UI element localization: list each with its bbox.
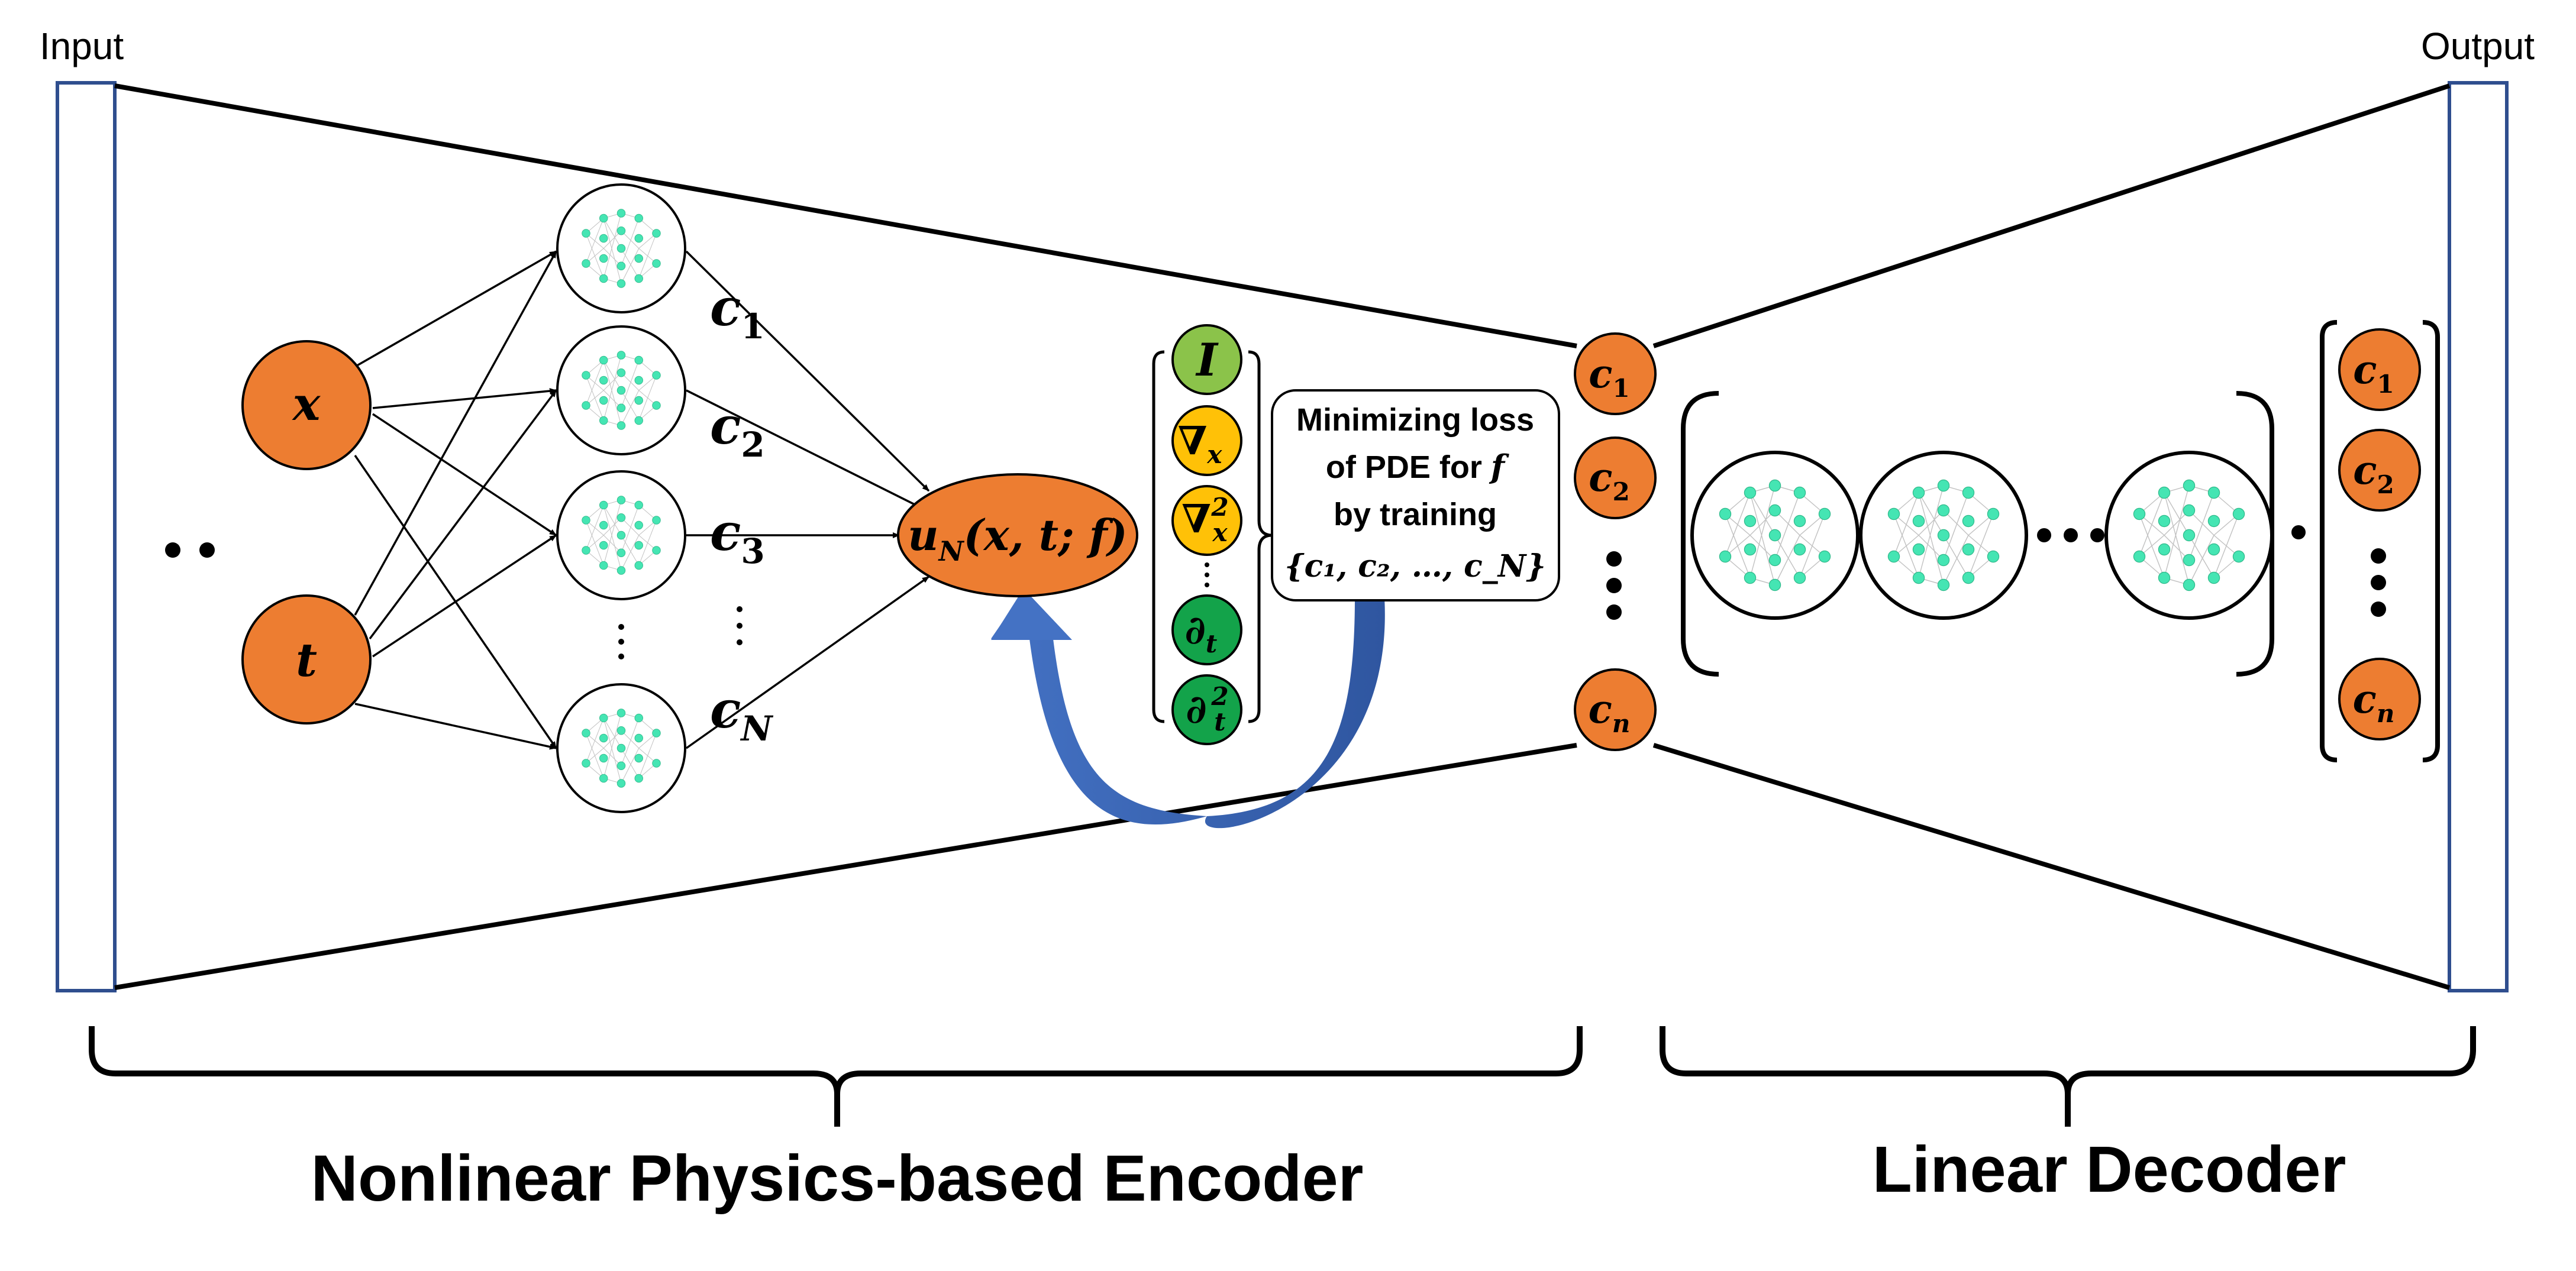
svg-text:t: t — [1214, 707, 1225, 736]
multiplication-dot — [2291, 525, 2306, 539]
basis-network-2 — [556, 325, 686, 455]
encoder-outline — [114, 83, 1577, 990]
output-node-1: c1 — [2338, 328, 2421, 411]
svg-text:∇: ∇ — [1182, 496, 1211, 542]
decoder-outline — [1652, 83, 2451, 990]
svg-text:c1: c1 — [1589, 351, 1629, 403]
operator-identity: I — [1171, 324, 1242, 395]
svg-text:2: 2 — [1210, 682, 1228, 711]
input-bar — [56, 81, 117, 992]
loss-line-3: by training — [1334, 497, 1497, 532]
latent-node-1: c1 — [1574, 332, 1657, 415]
basis-network-3 — [556, 470, 686, 600]
svg-text:I: I — [1195, 334, 1219, 386]
svg-text:c1: c1 — [2353, 347, 2394, 399]
latent-node-n: cn — [1574, 668, 1657, 751]
svg-text:∂t: ∂t — [1185, 607, 1218, 658]
output-vector-brackets — [2320, 320, 2440, 762]
input-node-x: x — [241, 340, 372, 470]
encoder-title: Nonlinear Physics-based Encoder — [311, 1142, 1364, 1215]
ellipsis-dots-left — [165, 542, 215, 558]
vertical-ellipsis-output — [2371, 548, 2386, 617]
solution-node: uN(x, t; f) — [897, 473, 1138, 597]
output-label: Output — [2421, 25, 2535, 67]
svg-text:c3: c3 — [710, 503, 765, 571]
loss-line-1: Minimizing loss — [1296, 402, 1534, 438]
svg-text:∂: ∂ — [1186, 686, 1206, 732]
svg-text:cn: cn — [2353, 676, 2395, 728]
operator-grad-x: ∇x — [1171, 405, 1242, 476]
basis-label-1: c1 — [710, 278, 765, 347]
svg-text:cn: cn — [1589, 686, 1631, 738]
operator-laplacian-x: ∇ 2 x — [1171, 485, 1242, 556]
decoder-network-n — [2104, 451, 2274, 620]
vertical-ellipsis-networks — [618, 624, 624, 659]
svg-text:2: 2 — [1210, 493, 1228, 522]
training-feedback-arrow — [991, 588, 1385, 829]
svg-text:c1: c1 — [710, 278, 765, 347]
input-node-x-label: x — [292, 377, 321, 431]
output-node-2: c2 — [2338, 429, 2421, 512]
operator-dt: ∂t — [1171, 594, 1242, 665]
loss-box: Minimizing loss of PDE for f by training… — [1271, 389, 1560, 601]
basis-network-n — [556, 683, 686, 813]
decoder-brace — [1660, 1026, 2476, 1127]
input-connections — [354, 250, 557, 750]
basis-label-n: cN — [710, 680, 773, 749]
operator-dt2: ∂ 2 t — [1171, 674, 1242, 745]
loss-line-2: of PDE for f — [1326, 448, 1509, 486]
basis-label-2: c2 — [710, 396, 765, 465]
vertical-ellipsis-bases — [737, 606, 743, 645]
basis-network-1 — [556, 183, 686, 313]
basis-label-3: c3 — [710, 503, 765, 571]
input-node-t-label: t — [296, 633, 317, 687]
vertical-ellipsis-operators — [1205, 562, 1209, 587]
loss-line-4: {c₁, c₂, …, c_N} — [1284, 548, 1546, 584]
decoder-network-2 — [1859, 451, 2028, 620]
output-node-n: cn — [2338, 658, 2421, 740]
input-node-t: t — [241, 594, 372, 725]
decoder-network-1 — [1690, 451, 1860, 620]
svg-text:c2: c2 — [2353, 447, 2394, 499]
decoder-title: Linear Decoder — [1873, 1133, 2346, 1206]
encoder-brace — [89, 1026, 1583, 1127]
input-label: Input — [40, 25, 124, 67]
ellipsis-dots-decoder — [2037, 528, 2104, 542]
basis-connections — [685, 250, 930, 749]
output-bar — [2448, 81, 2509, 992]
svg-text:c2: c2 — [1589, 454, 1629, 506]
svg-text:c2: c2 — [710, 396, 765, 465]
svg-text:cN: cN — [710, 680, 773, 749]
latent-node-2: c2 — [1574, 436, 1657, 519]
svg-text:∇x: ∇x — [1178, 418, 1223, 469]
vertical-ellipsis-latent — [1606, 551, 1622, 620]
svg-text:x: x — [1212, 518, 1228, 547]
solution-node-label: uN(x, t; f) — [908, 510, 1127, 567]
